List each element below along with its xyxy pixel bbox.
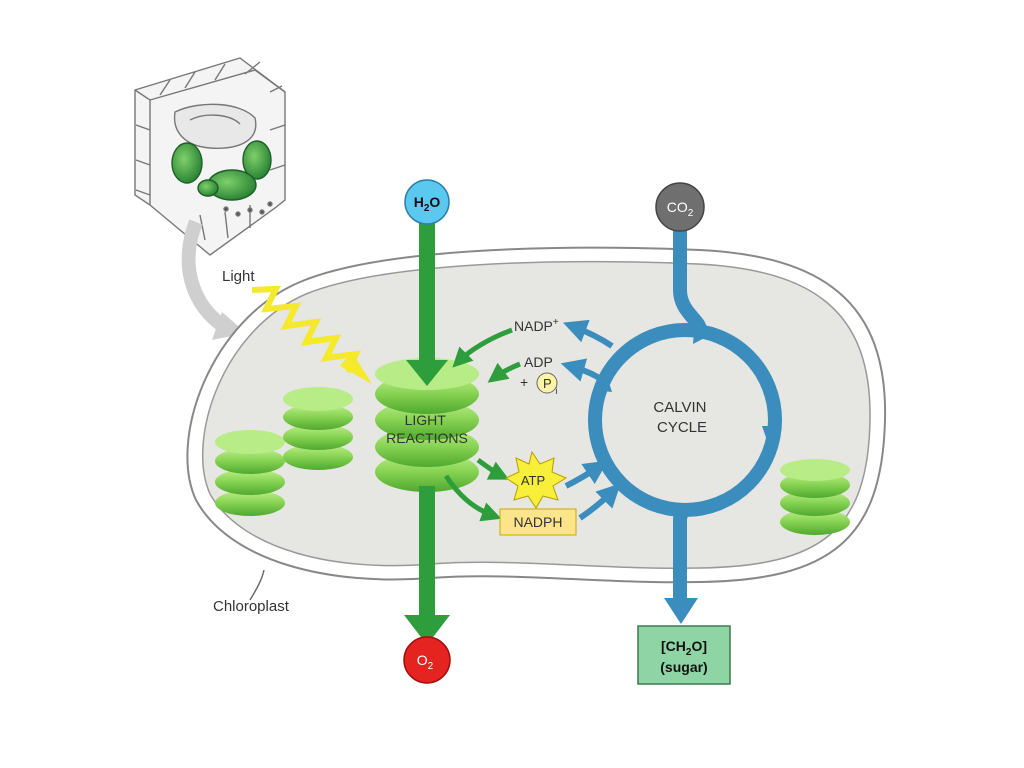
h2o-circle <box>404 179 450 225</box>
atp-label: ATP <box>521 473 545 488</box>
o2-label: O2 <box>417 652 434 672</box>
light-reactions-line2: REACTIONS <box>386 430 468 446</box>
arrow-to-adp <box>560 358 604 383</box>
adp-to-light-arrow <box>487 361 521 383</box>
pi-subscript: i <box>556 386 558 396</box>
sugar-box <box>637 625 731 685</box>
atp-burst <box>504 450 568 509</box>
sugar-line1: [CH2O] <box>661 638 707 658</box>
sugar-sub: 2 <box>686 647 692 658</box>
h2o-label: H2O <box>414 194 441 214</box>
calvin-cycle-label: CALVIN CYCLE <box>653 399 710 436</box>
plus-label: + <box>520 374 528 390</box>
o2-sub: 2 <box>428 661 434 672</box>
nadp-plus-label: NADP+ <box>514 317 559 334</box>
phosphate-circle <box>536 372 558 394</box>
light-to-atp-arrow <box>476 457 510 480</box>
calvin-cycle <box>588 224 782 624</box>
light-reactions-line1: LIGHT <box>405 412 447 428</box>
chloroplast-leader-line <box>249 569 265 601</box>
nadph-box <box>499 508 577 536</box>
sugar-ch: [CH <box>661 638 686 654</box>
h2o-h: H <box>414 194 424 210</box>
calvin-line1: CALVIN <box>653 399 706 416</box>
sugar-o: O] <box>691 638 707 654</box>
h2o-sub: 2 <box>424 203 430 214</box>
light-reactions-label: LIGHT REACTIONS <box>386 412 468 446</box>
nadph-to-cycle-arrow <box>578 483 621 521</box>
nadp-superscript: + <box>553 317 559 328</box>
co2-label: CO2 <box>667 199 694 219</box>
adp-label: ADP <box>524 354 553 370</box>
pi-letter: P <box>543 376 552 391</box>
light-bolt-head <box>340 352 372 384</box>
nadp-to-light-arrow <box>452 327 513 368</box>
co2-co: CO <box>667 199 688 215</box>
chloroplast-label: Chloroplast <box>213 598 290 615</box>
co2-circle <box>655 182 705 232</box>
thylakoid-stack-right <box>780 459 850 535</box>
co2-sub: 2 <box>688 208 694 219</box>
thylakoid-stack-left-back <box>283 387 353 470</box>
atp-to-cycle-arrow <box>564 460 608 489</box>
sugar-line2: (sugar) <box>660 659 707 675</box>
light-label: Light <box>222 268 255 285</box>
nadp-text: NADP <box>514 318 553 334</box>
light-to-nadph-arrow <box>443 474 502 522</box>
calvin-line2: CYCLE <box>657 419 707 436</box>
water-to-oxygen-arrow <box>404 222 450 645</box>
nadph-label: NADPH <box>513 514 562 530</box>
o2-o: O <box>417 652 428 668</box>
arrow-to-nadp <box>563 319 614 349</box>
h2o-o: O <box>429 194 440 210</box>
plant-cell-illustration <box>134 57 286 256</box>
thylakoid-stack-left-front <box>215 430 285 516</box>
light-bolt <box>251 285 361 374</box>
o2-circle <box>403 636 451 684</box>
